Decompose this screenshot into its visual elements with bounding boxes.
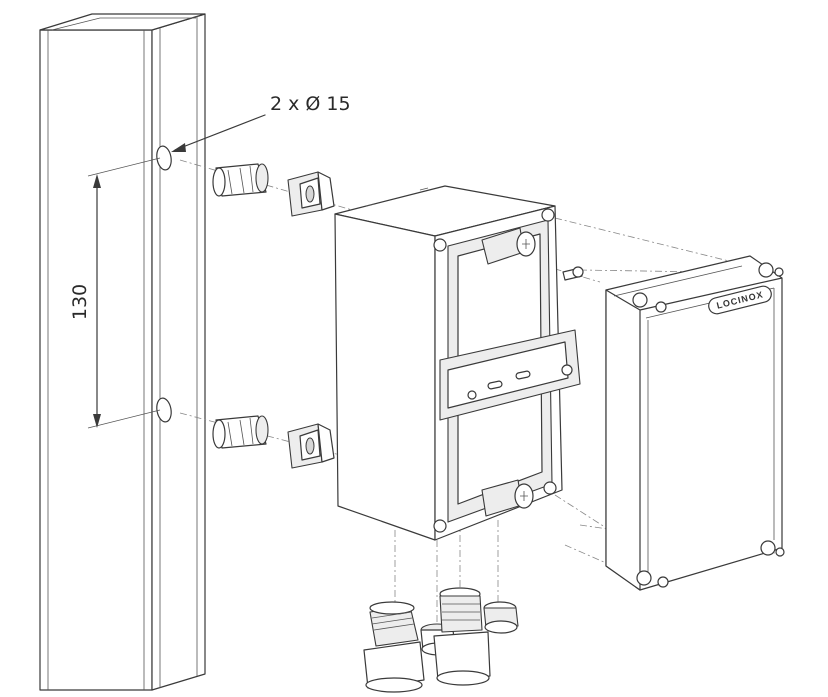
cable-gland-center <box>433 587 491 686</box>
upper-mounting-hole <box>156 145 172 171</box>
lower-sleeve-insert <box>212 415 269 449</box>
enclosure-lid: LOCINOX <box>605 255 785 591</box>
upper-nut-cap <box>287 171 335 217</box>
hole-spacing-label: 130 <box>69 284 91 320</box>
dimension-130: 130 <box>69 157 161 429</box>
lower-mounting-screw <box>481 479 534 517</box>
upper-mounting-screw <box>481 227 536 265</box>
enclosure-box <box>334 185 563 541</box>
upper-sleeve-insert <box>212 163 269 197</box>
lower-mounting-hole <box>156 397 172 423</box>
lid-screw-loose <box>562 266 584 281</box>
hole-spec-label: 2 x Ø 15 <box>270 93 351 115</box>
hole-spec-callout: 2 x Ø 15 <box>171 93 351 152</box>
lower-nut-cap <box>287 423 335 469</box>
din-rail <box>439 329 581 421</box>
square-post <box>39 13 206 691</box>
cable-gland-left <box>363 601 425 693</box>
cable-gland-right <box>483 601 519 634</box>
